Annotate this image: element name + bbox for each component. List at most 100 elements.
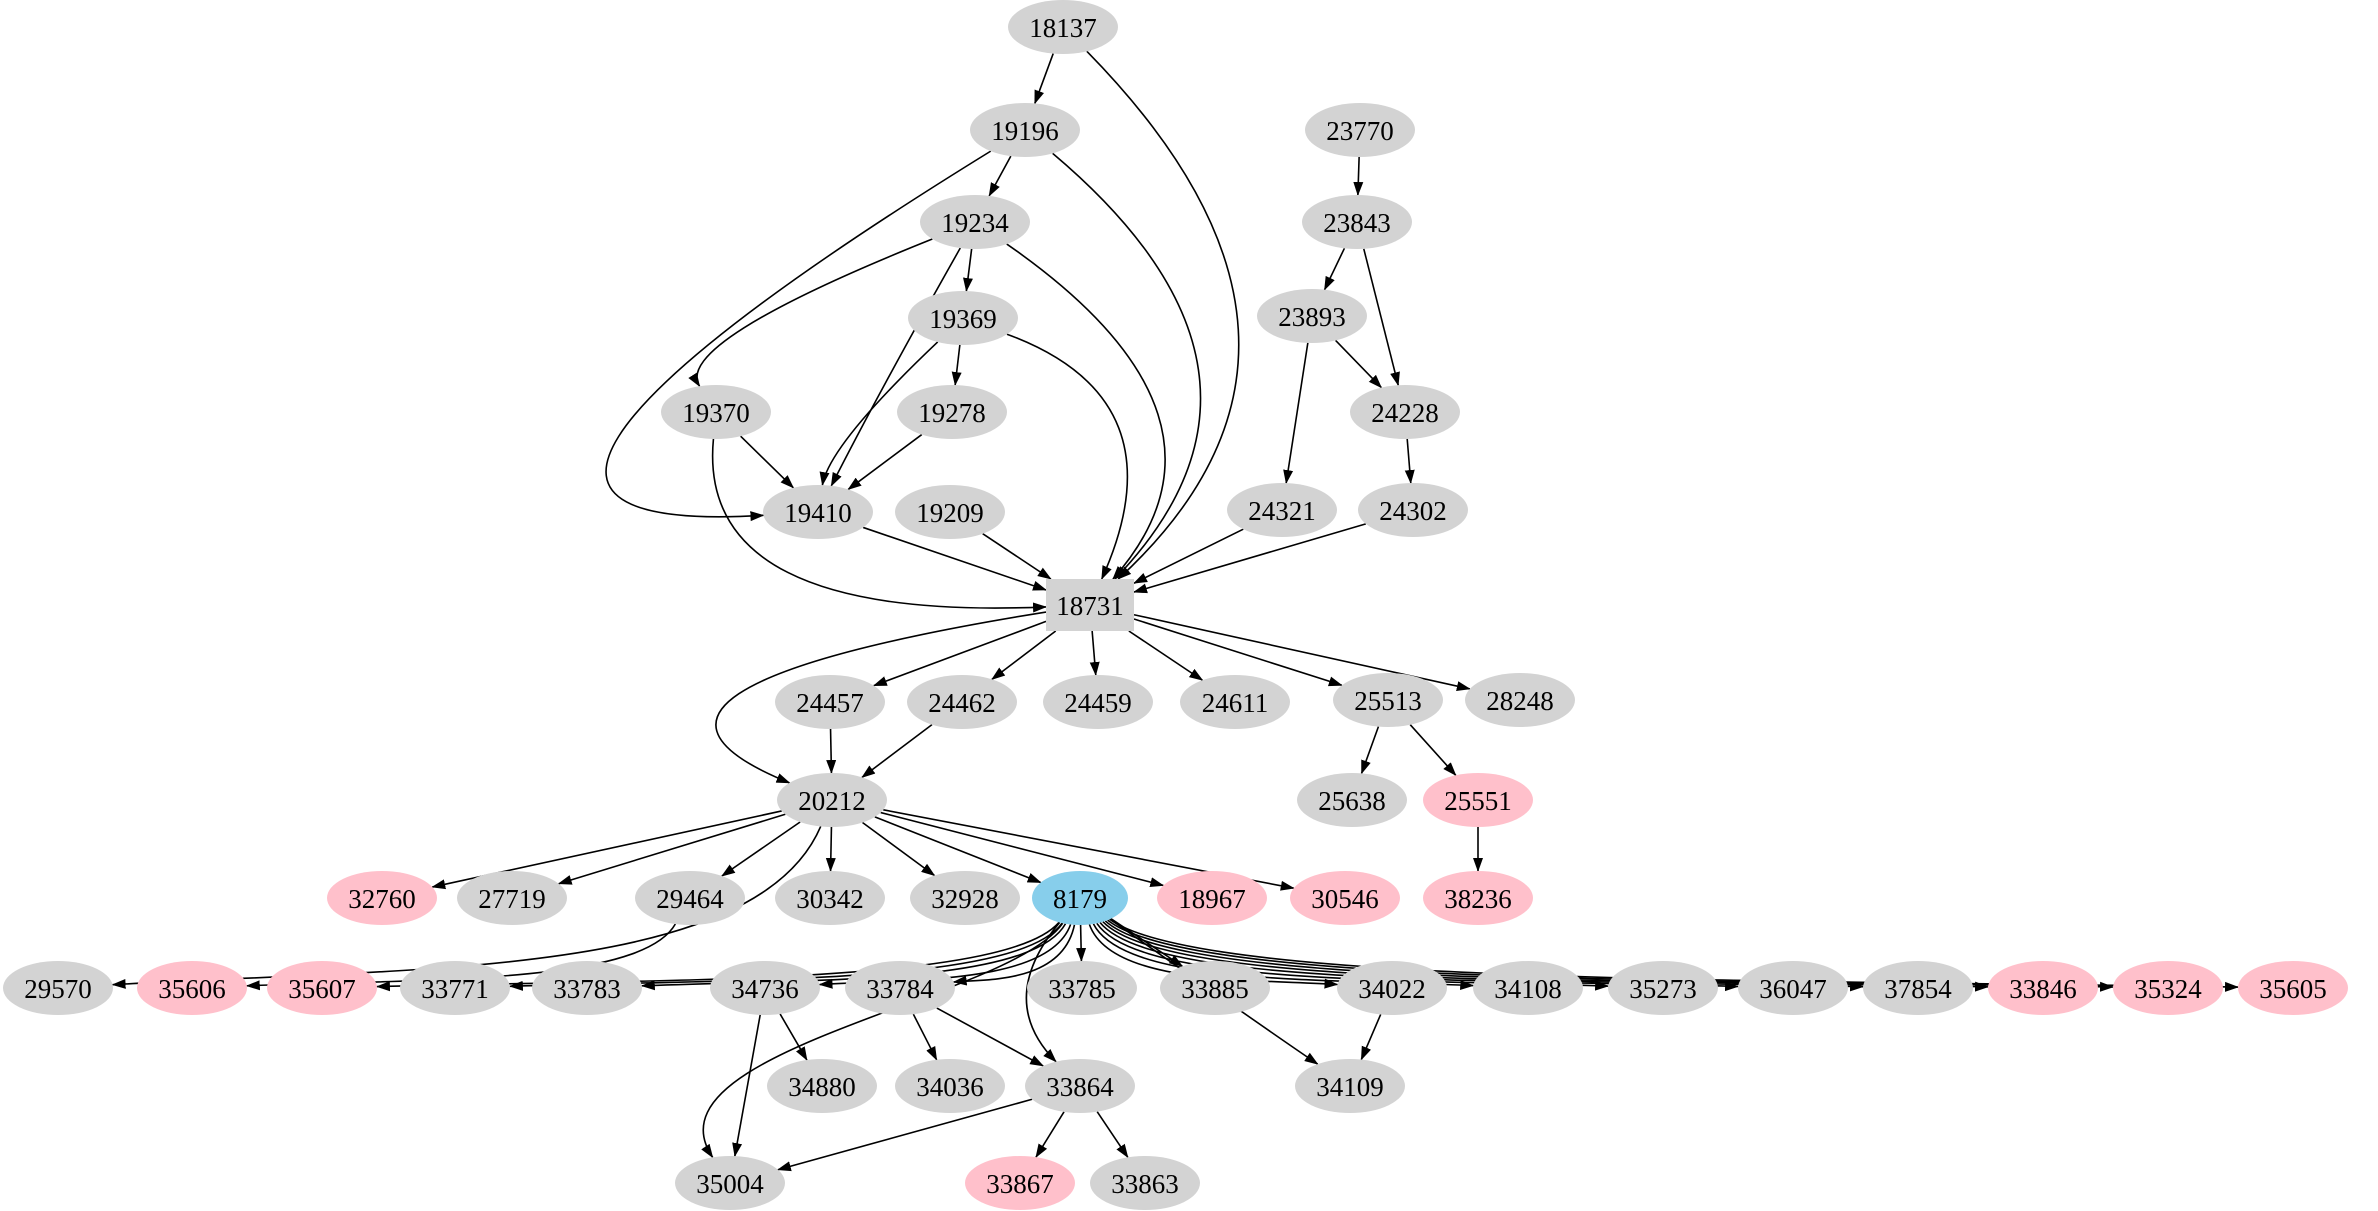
edge-24457-20212 — [826, 728, 837, 775]
node-ellipse-19209 — [895, 485, 1005, 539]
node-ellipse-27719 — [457, 871, 567, 925]
node-label-25638: 25638 — [1318, 786, 1386, 816]
node-label-35273: 35273 — [1629, 974, 1697, 1004]
node-ellipse-19234 — [920, 195, 1030, 249]
edge-18731-24457 — [872, 620, 1047, 687]
edge-25513-25551 — [1409, 724, 1457, 777]
edge-19196-19234 — [988, 155, 1012, 197]
edge-20212-32928 — [862, 821, 936, 877]
node-label-25551: 25551 — [1444, 786, 1512, 816]
node-ellipse-24321 — [1227, 483, 1337, 537]
node-33785: 33785 — [1027, 961, 1137, 1015]
node-ellipse-19369 — [908, 291, 1018, 345]
node-ellipse-25638 — [1297, 773, 1407, 827]
edge-20212-30342 — [825, 826, 836, 873]
node-35605: 35605 — [2238, 961, 2348, 1015]
node-label-34022: 34022 — [1358, 974, 1426, 1004]
edge-23843-23893 — [1323, 247, 1346, 291]
node-33885: 33885 — [1160, 961, 1270, 1015]
node-ellipse-35324 — [2113, 961, 2223, 1015]
node-33846: 33846 — [1988, 961, 2098, 1015]
node-ellipse-33864 — [1025, 1059, 1135, 1113]
node-19370: 19370 — [661, 385, 771, 439]
edge-18137-19196 — [1034, 53, 1054, 105]
edge-19370-19410 — [740, 435, 795, 489]
node-label-18137: 18137 — [1029, 13, 1097, 43]
edge-33864-35004 — [776, 1098, 1033, 1172]
node-ellipse-33784 — [845, 961, 955, 1015]
node-37854: 37854 — [1863, 961, 1973, 1015]
node-label-29570: 29570 — [24, 974, 92, 1004]
node-34736: 34736 — [710, 961, 820, 1015]
node-25551: 25551 — [1423, 773, 1533, 827]
node-label-20212: 20212 — [798, 786, 866, 816]
node-34036: 34036 — [895, 1059, 1005, 1113]
node-label-23893: 23893 — [1278, 302, 1346, 332]
edge-19209-18731 — [982, 533, 1052, 580]
node-ellipse-8179 — [1032, 871, 1128, 925]
node-label-8179: 8179 — [1053, 884, 1107, 914]
node-24457: 24457 — [775, 675, 885, 729]
node-38236: 38236 — [1423, 871, 1533, 925]
edge-18731-28248 — [1133, 613, 1471, 691]
node-label-37854: 37854 — [1884, 974, 1952, 1004]
node-ellipse-33885 — [1160, 961, 1270, 1015]
node-label-38236: 38236 — [1444, 884, 1512, 914]
edge-25513-25638 — [1360, 726, 1380, 775]
node-18967: 18967 — [1157, 871, 1267, 925]
node-ellipse-30342 — [775, 871, 885, 925]
node-33863: 33863 — [1090, 1156, 1200, 1210]
node-ellipse-33846 — [1988, 961, 2098, 1015]
node-label-29464: 29464 — [656, 884, 724, 914]
node-label-33864: 33864 — [1046, 1072, 1114, 1102]
edge-20212-18967 — [880, 811, 1165, 888]
edge-23770-23843 — [1353, 156, 1364, 197]
edge-19234-19370 — [688, 238, 933, 388]
edge-19369-18731 — [1006, 333, 1129, 580]
edge-33784-34036 — [912, 1013, 938, 1061]
node-label-30342: 30342 — [796, 884, 864, 914]
node-ellipse-32928 — [910, 871, 1020, 925]
node-ellipse-38236 — [1423, 871, 1533, 925]
node-33771: 33771 — [400, 961, 510, 1015]
edge-20212-29464 — [721, 821, 801, 877]
node-ellipse-23893 — [1257, 289, 1367, 343]
node-ellipse-33867 — [965, 1156, 1075, 1210]
node-label-25513: 25513 — [1354, 686, 1422, 716]
node-33784: 33784 — [845, 961, 955, 1015]
node-ellipse-32760 — [327, 871, 437, 925]
edge-19234-18731 — [1006, 243, 1166, 580]
node-ellipse-34036 — [895, 1059, 1005, 1113]
node-34022: 34022 — [1337, 961, 1447, 1015]
node-label-34109: 34109 — [1316, 1072, 1384, 1102]
node-34109: 34109 — [1295, 1059, 1405, 1113]
edge-33864-33867 — [1035, 1111, 1065, 1159]
node-24302: 24302 — [1358, 483, 1468, 537]
node-24459: 24459 — [1043, 675, 1153, 729]
node-ellipse-30546 — [1290, 871, 1400, 925]
node-35324: 35324 — [2113, 961, 2223, 1015]
node-28248: 28248 — [1465, 673, 1575, 727]
node-19369: 19369 — [908, 291, 1018, 345]
node-ellipse-35273 — [1608, 961, 1718, 1015]
node-label-19370: 19370 — [682, 398, 750, 428]
node-label-19196: 19196 — [991, 116, 1059, 146]
edge-34022-34109 — [1360, 1014, 1382, 1061]
node-ellipse-25513 — [1333, 673, 1443, 727]
edge-23893-24228 — [1335, 339, 1383, 389]
node-24228: 24228 — [1350, 385, 1460, 439]
node-label-35607: 35607 — [288, 974, 356, 1004]
node-24321: 24321 — [1227, 483, 1337, 537]
edge-24462-20212 — [861, 723, 933, 779]
node-label-36047: 36047 — [1759, 974, 1827, 1004]
edge-8179-35004 — [701, 922, 1064, 1159]
node-ellipse-33785 — [1027, 961, 1137, 1015]
node-label-19234: 19234 — [941, 208, 1009, 238]
node-label-33771: 33771 — [421, 974, 489, 1004]
edge-19369-19410 — [819, 341, 939, 487]
node-18731: 18731 — [1046, 579, 1134, 631]
node-35004: 35004 — [675, 1156, 785, 1210]
node-24462: 24462 — [907, 675, 1017, 729]
